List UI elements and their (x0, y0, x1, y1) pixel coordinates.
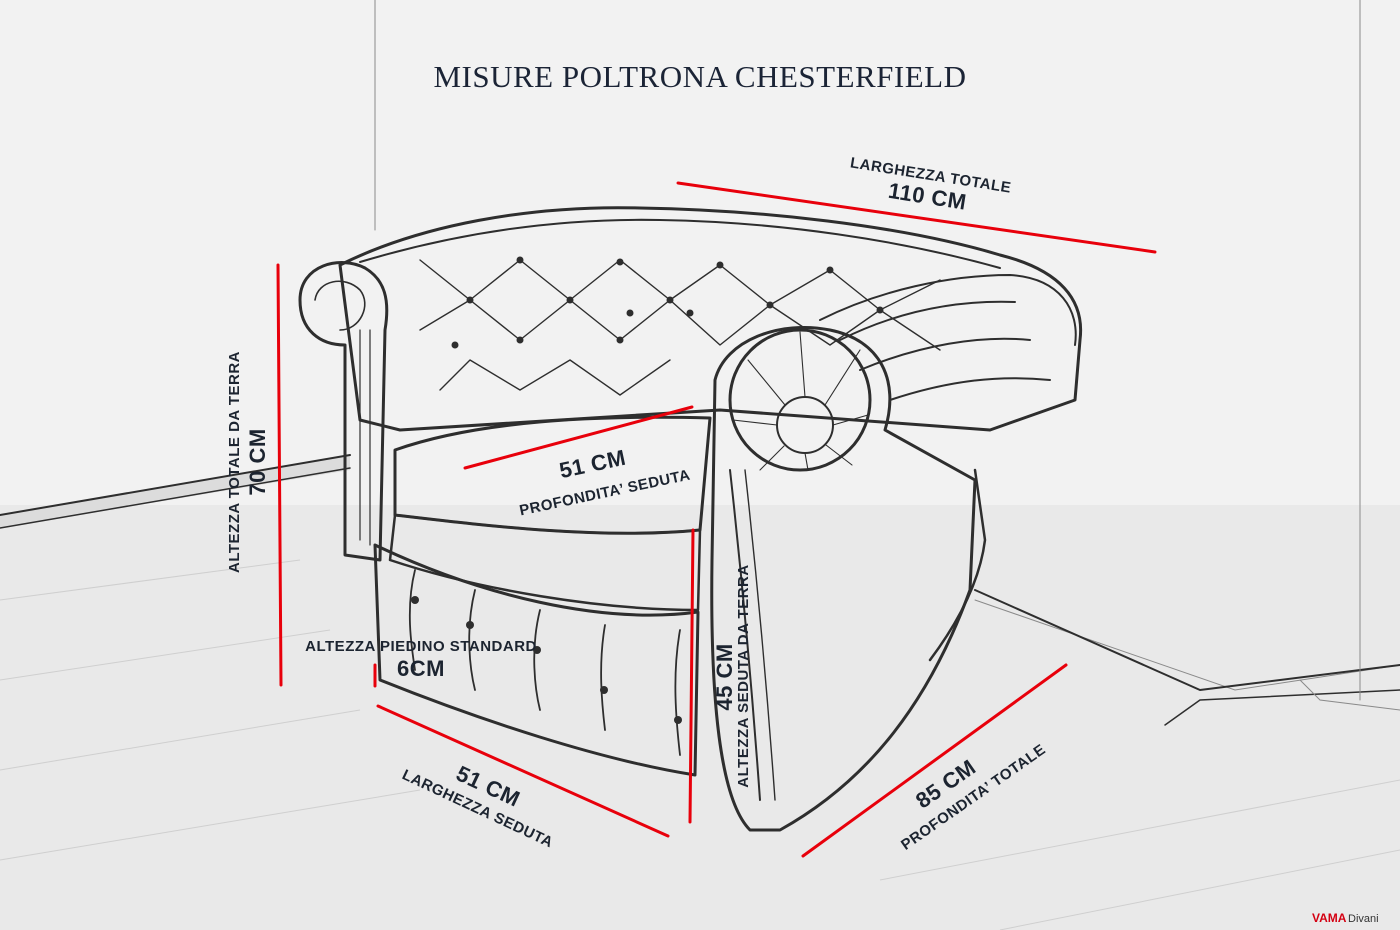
foot-height-annotation: ALTEZZA PIEDINO STANDARD 6CM (305, 638, 537, 681)
seat-height-label: ALTEZZA SEDUTA DA TERRA (735, 564, 752, 787)
page-title: MISURE POLTRONA CHESTERFIELD (433, 59, 966, 94)
chesterfield-armchair-sketch (298, 206, 1083, 832)
seat-height-value: 45 CM (712, 643, 737, 710)
width-total-line (676, 181, 1157, 254)
logo-suffix: Divani (1348, 913, 1379, 925)
total-height-annotation: ALTEZZA TOTALE DA TERRA 70 CM (226, 351, 270, 573)
foot-height-value: 6CM (397, 656, 445, 681)
total-height-value: 70 CM (245, 428, 270, 495)
vama-divani-logo: VAMA Divani (1312, 911, 1379, 925)
height-total-line (276, 263, 283, 687)
dimension-lines (276, 181, 1157, 858)
seat-height-annotation-value: 45 CM (712, 643, 737, 710)
seat-height-line (688, 528, 695, 824)
logo-brand: VAMA (1312, 911, 1347, 925)
seat-depth-line (463, 405, 694, 470)
seat-height-annotation-label: ALTEZZA SEDUTA DA TERRA (735, 564, 752, 787)
total-height-label: ALTEZZA TOTALE DA TERRA (226, 351, 243, 573)
foot-height-label: ALTEZZA PIEDINO STANDARD (305, 638, 537, 655)
seat-width-line (376, 704, 670, 838)
depth-total-line (801, 663, 1068, 858)
